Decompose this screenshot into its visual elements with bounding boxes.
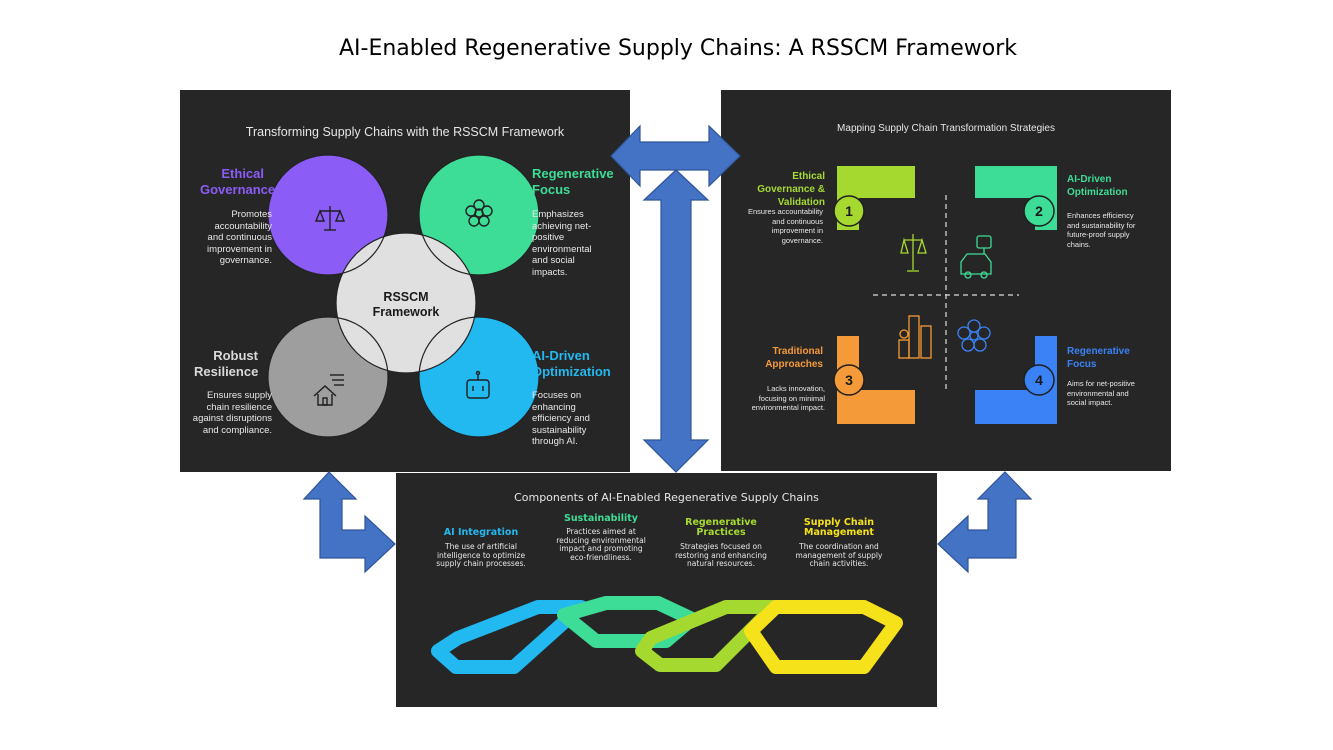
robot-car-icon [960, 235, 992, 279]
supply-chain-management-desc: The coordination and management of suppl… [795, 542, 883, 568]
right-panel-title: Mapping Supply Chain Transformation Stra… [837, 123, 1055, 134]
sustainability-heading: Sustainability [564, 513, 638, 524]
supply-chain-management-heading: Supply Chain Management [803, 517, 875, 538]
quadrant-3-shape [837, 336, 915, 424]
quadrant-1-desc: Ensures accountability and continuous im… [747, 207, 823, 245]
ai-integration-heading: AI Integration [443, 527, 519, 538]
robust-resilience-desc: Ensures supply chain resilience against … [192, 390, 272, 436]
bottom-panel-title: Components of AI-Enabled Regenerative Su… [514, 491, 819, 504]
horizontal-double-arrow [610, 124, 741, 188]
quadrant-1-number-circle [833, 195, 865, 227]
quadrant-4-shape [975, 336, 1057, 424]
regenerative-focus-desc: Emphasizes achieving net-positive enviro… [532, 209, 592, 278]
chain-link-ai-integration [431, 600, 588, 674]
house-storm-icon [313, 374, 344, 406]
ai-driven-optimization-desc: Focuses on enhancing efficiency and sust… [532, 390, 590, 447]
transformation-strategies-panel: Mapping Supply Chain Transformation Stra… [721, 90, 1171, 471]
flower-icon [465, 199, 493, 227]
chain-links [431, 596, 903, 674]
quadrant-4-number-circle [1023, 364, 1055, 396]
regenerative-practices-desc: Strategies focused on restoring and enha… [675, 542, 767, 568]
quadrant-diagram [833, 166, 1057, 424]
chain-link-supply-chain-management [744, 600, 903, 674]
sustainability-desc: Practices aimed at reducing environmenta… [556, 527, 646, 562]
regenerative-focus-heading: Regenerative Focus [532, 166, 614, 197]
flower-icon [957, 319, 991, 352]
ai-integration-desc: The use of artificial intelligence to op… [436, 542, 526, 568]
page-title: AI-Enabled Regenerative Supply Chains: A… [338, 36, 1018, 61]
robust-resilience-heading: Robust Resilience [194, 348, 259, 379]
quadrant-2-desc: Enhances efficiency and sustainability f… [1067, 211, 1136, 249]
regenerative-focus-circle [419, 155, 539, 275]
regenerative-practices-heading: Regenerative Practices [685, 517, 757, 538]
ethical-governance-desc: Promotes accountability and continuous i… [207, 209, 272, 266]
vertical-double-arrow [642, 169, 710, 473]
rsscm-center-line1: RSSCM [383, 290, 429, 304]
quadrant-3-number: 3 [845, 372, 853, 388]
robot-icon [466, 370, 490, 399]
quadrant-1-number: 1 [845, 203, 853, 219]
quadrant-1-heading: Ethical Governance & Validation [757, 171, 825, 208]
venn-diagram [267, 154, 540, 438]
right-elbow-arrow [937, 471, 1033, 574]
rsscm-center-label: RSSCM Framework [366, 290, 446, 320]
rsscm-framework-panel: Transforming Supply Chains with the RSSC… [180, 90, 630, 472]
scales-icon [314, 206, 346, 231]
components-panel: Components of AI-Enabled Regenerative Su… [396, 473, 937, 707]
rsscm-center-circle [335, 232, 477, 374]
left-panel-title: Transforming Supply Chains with the RSSC… [245, 125, 565, 139]
rsscm-center-line2: Framework [372, 305, 440, 319]
quadrant-4-desc: Aims for net-positive environmental and … [1067, 379, 1135, 407]
quadrant-2-number: 2 [1035, 203, 1043, 219]
left-elbow-arrow [302, 471, 396, 574]
quadrant-3-desc: Lacks innovation, focusing on minimal en… [751, 384, 825, 412]
quadrant-3-heading: Traditional Approaches [765, 346, 823, 370]
quadrant-3-number-circle [833, 364, 865, 396]
ethical-governance-circle [268, 155, 388, 275]
factory-icon [898, 315, 932, 359]
ai-driven-optimization-heading: AI-Driven Optimization [532, 348, 611, 379]
chain-link-regenerative-practices [635, 600, 781, 672]
quadrant-4-number: 4 [1035, 372, 1043, 388]
quadrant-2-number-circle [1023, 195, 1055, 227]
quadrant-2-heading: AI-Driven Optimization [1067, 174, 1128, 198]
ethical-governance-heading: Ethical Governance [200, 166, 276, 197]
scales-icon [900, 234, 927, 272]
quadrant-4-heading: Regenerative Focus [1067, 346, 1130, 370]
